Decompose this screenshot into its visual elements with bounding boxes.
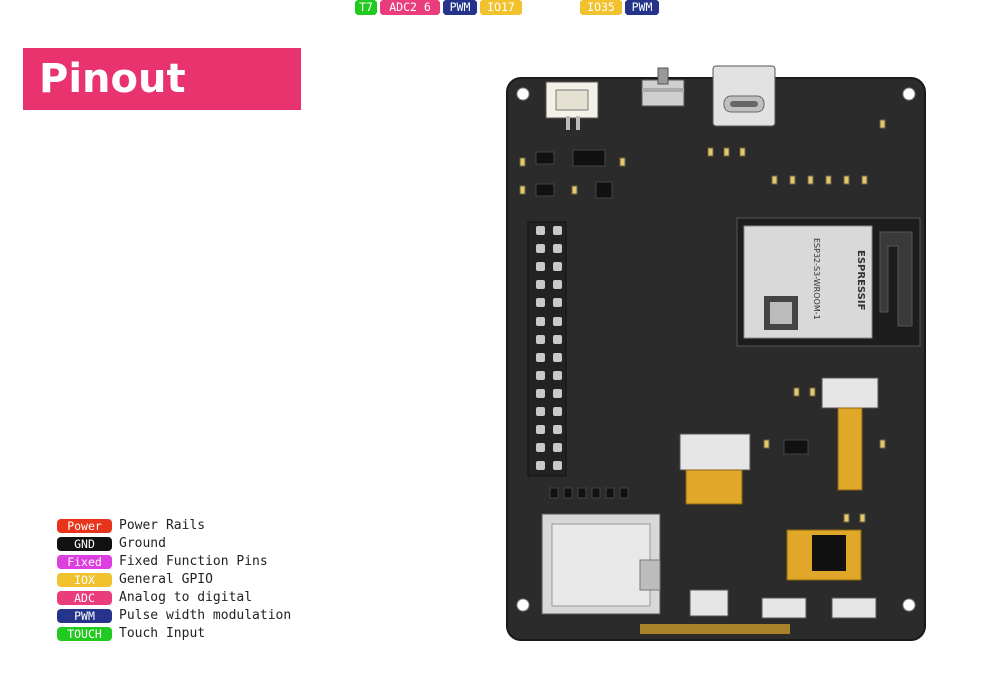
mounting-hole [902, 87, 916, 101]
legend-swatch: GND [57, 537, 112, 551]
header-pin [553, 298, 562, 307]
mounting-hole [516, 87, 530, 101]
legend-swatch: Fixed [57, 555, 112, 569]
mounting-hole [902, 598, 916, 612]
header-pin [553, 226, 562, 235]
pin-label-pwm: PWM [625, 0, 659, 15]
header-pin [553, 335, 562, 344]
legend-label: Fixed Function Pins [119, 554, 268, 569]
battery-connector [545, 81, 599, 130]
header-pin [536, 425, 545, 434]
legend-swatch: IOX [57, 573, 112, 587]
fpc-connector-right [821, 377, 879, 491]
legend-item: TOUCH Touch Input [57, 626, 317, 642]
button [831, 597, 877, 619]
header-pin [536, 317, 545, 326]
legend-item: ADC Analog to digital [57, 590, 317, 606]
legend-swatch: TOUCH [57, 627, 112, 641]
legend-item: IOX General GPIO [57, 572, 317, 588]
pin-header [527, 221, 567, 477]
header-pin [553, 353, 562, 362]
legend-label: General GPIO [119, 572, 213, 587]
microsd-slot [541, 513, 661, 615]
pin-label-pwm: PWM [443, 0, 477, 15]
module-model: ESP32-S3-WROOM-1 [812, 238, 821, 320]
legend-label: Touch Input [119, 626, 206, 641]
legend-item: GND Ground [57, 536, 317, 552]
legend-label: Power Rails [119, 518, 206, 533]
legend-label: Analog to digital [119, 590, 253, 605]
fpc-connector-left [679, 433, 751, 505]
header-pin [553, 280, 562, 289]
header-pin [536, 262, 545, 271]
legend-label: Pulse width modulation [119, 608, 292, 623]
gold-pad [786, 529, 862, 581]
pin-label-iox: IO35 [580, 0, 622, 15]
module-brand: ESPRESSIF [855, 250, 866, 310]
legend-label: Ground [119, 536, 166, 551]
header-pin [553, 389, 562, 398]
header-pin [553, 244, 562, 253]
legend-swatch: Power [57, 519, 112, 533]
header-pin [553, 407, 562, 416]
header-pin [553, 371, 562, 380]
mounting-hole [516, 598, 530, 612]
header-pin [536, 353, 545, 362]
pin-label-touch: T7 [355, 0, 377, 15]
header-pin [553, 262, 562, 271]
header-pin [536, 226, 545, 235]
legend-item: Power Power Rails [57, 518, 317, 534]
header-pin [536, 407, 545, 416]
header-pin [553, 443, 562, 452]
legend-item: Fixed Fixed Function Pins [57, 554, 317, 570]
pin-label-iox: IO17 [480, 0, 522, 15]
button [761, 597, 807, 619]
header-pin [536, 280, 545, 289]
usb-c-connector [712, 65, 776, 127]
header-pin [553, 425, 562, 434]
header-pin [536, 298, 545, 307]
legend-item: PWM Pulse width modulation [57, 608, 317, 624]
esp32-module: ESPRESSIF ESP32-S3-WROOM-1 [736, 217, 921, 347]
header-pin [536, 443, 545, 452]
header-pin [553, 461, 562, 470]
header-pin [553, 317, 562, 326]
bottom-connector [689, 589, 729, 617]
pin-label-adc: ADC2 6 [380, 0, 440, 15]
header-pin [536, 371, 545, 380]
page-title: Pinout [23, 48, 301, 110]
legend-swatch: ADC [57, 591, 112, 605]
header-pin [536, 335, 545, 344]
header-pin [536, 389, 545, 398]
power-switch [641, 67, 685, 107]
header-pin [536, 244, 545, 253]
legend-swatch: PWM [57, 609, 112, 623]
header-pin [536, 461, 545, 470]
